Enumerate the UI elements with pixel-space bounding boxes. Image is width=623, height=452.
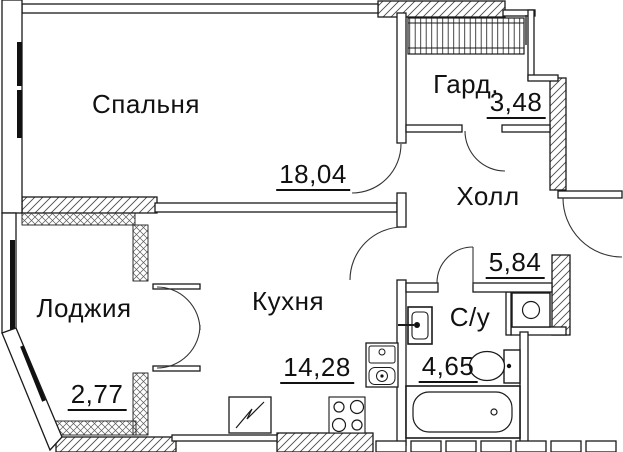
room-area-bedroom: 18,04 <box>276 161 350 191</box>
window-glazing <box>1 15 527 452</box>
stove-icon <box>328 396 366 434</box>
room-area-wardrobe: 3,48 <box>486 89 546 119</box>
room-area-bathroom: 4,65 <box>418 353 478 383</box>
room-label-bathroom: С/у <box>449 302 491 332</box>
kitchen-sink-icon <box>365 342 399 388</box>
loggia-door-arc-top <box>156 286 201 331</box>
bathroom-door-arc <box>436 246 474 284</box>
room-label-kitchen: Кухня <box>251 286 325 316</box>
entrance-door-arc <box>562 197 623 258</box>
washing-machine-icon <box>511 292 551 328</box>
washbasin-icon <box>398 306 433 345</box>
loggia-door-arc-bottom <box>156 324 201 369</box>
room-area-hall: 5,84 <box>485 249 545 279</box>
room-area-loggia: 2,77 <box>67 381 127 411</box>
room-area-kitchen: 14,28 <box>280 354 354 384</box>
bathtub-icon <box>405 385 521 439</box>
clothes-rack-icon <box>407 17 525 55</box>
room-label-hall: Холл <box>456 181 520 211</box>
bottom-boundary-blocks <box>375 440 617 452</box>
bedroom-door-arc <box>351 143 402 194</box>
toilet-icon <box>468 349 521 384</box>
room-label-loggia: Лоджия <box>36 293 132 323</box>
kitchen-door-arc <box>349 226 404 281</box>
wardrobe-door-arc <box>464 130 506 172</box>
room-label-wardrobe: Гард. <box>433 69 499 99</box>
fridge-icon <box>228 396 272 434</box>
room-label-bedroom: Спальня <box>92 89 200 119</box>
door-swing-arcs <box>156 130 623 369</box>
